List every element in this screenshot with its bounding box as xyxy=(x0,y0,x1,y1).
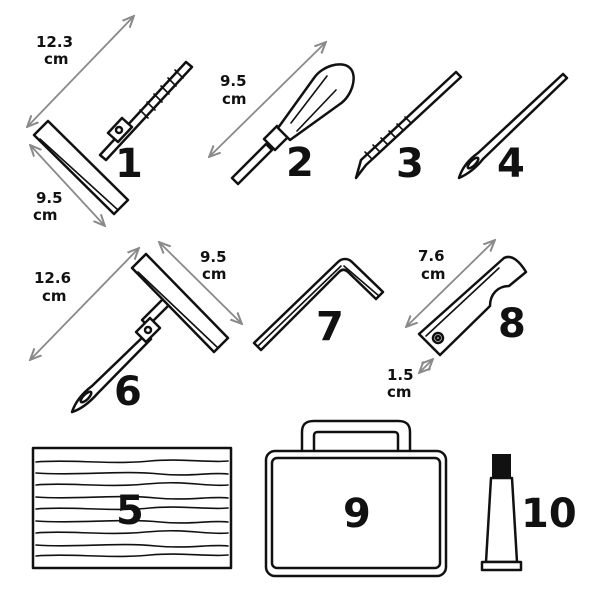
item-number-3: 3 xyxy=(396,141,424,187)
hex-key xyxy=(252,257,385,352)
spiral-probe xyxy=(354,70,463,180)
cement-tube xyxy=(480,454,523,572)
carry-case xyxy=(264,419,448,578)
dim-label-1b-value: 9.5 xyxy=(36,189,63,207)
dim-label-8a-value: 7.6 xyxy=(418,247,445,265)
item-number-9: 9 xyxy=(343,491,371,537)
item-number-4: 4 xyxy=(497,141,525,187)
dim-label-1a-value: 12.3 xyxy=(36,33,73,51)
dim-label-2-value: 9.5 xyxy=(220,72,247,90)
dim-label-1a-unit: cm xyxy=(44,50,69,68)
item-number-5: 5 xyxy=(116,488,144,534)
dim-label-8b-value: 1.5 xyxy=(387,366,414,384)
item-number-2: 2 xyxy=(286,140,314,186)
dimension-arrow-1a xyxy=(28,17,133,126)
dim-label-6b-unit: cm xyxy=(202,265,227,283)
dimension-arrow-6b xyxy=(160,243,241,323)
dim-label-6a-value: 12.6 xyxy=(34,269,71,287)
dimension-arrow-2 xyxy=(210,43,325,156)
item-number-7: 7 xyxy=(316,304,344,350)
item-number-10: 10 xyxy=(521,491,577,537)
spare-needle xyxy=(457,72,569,180)
dim-label-6a-unit: cm xyxy=(42,287,67,305)
dim-label-8b-unit: cm xyxy=(387,383,412,401)
item-number-8: 8 xyxy=(498,301,526,347)
dim-label-6b-value: 9.5 xyxy=(200,248,227,266)
item-number-1: 1 xyxy=(115,141,143,187)
dim-label-2-unit: cm xyxy=(222,90,247,108)
repair-strings xyxy=(31,446,233,570)
item-number-6: 6 xyxy=(114,369,142,415)
dim-label-1b-unit: cm xyxy=(33,206,58,224)
dimension-arrow-8a xyxy=(407,241,494,326)
dim-label-8a-unit: cm xyxy=(421,265,446,283)
dimension-arrow-8b xyxy=(420,360,432,372)
dimension-arrow-6a xyxy=(31,249,138,359)
dimension-arrow-1b xyxy=(31,146,104,225)
